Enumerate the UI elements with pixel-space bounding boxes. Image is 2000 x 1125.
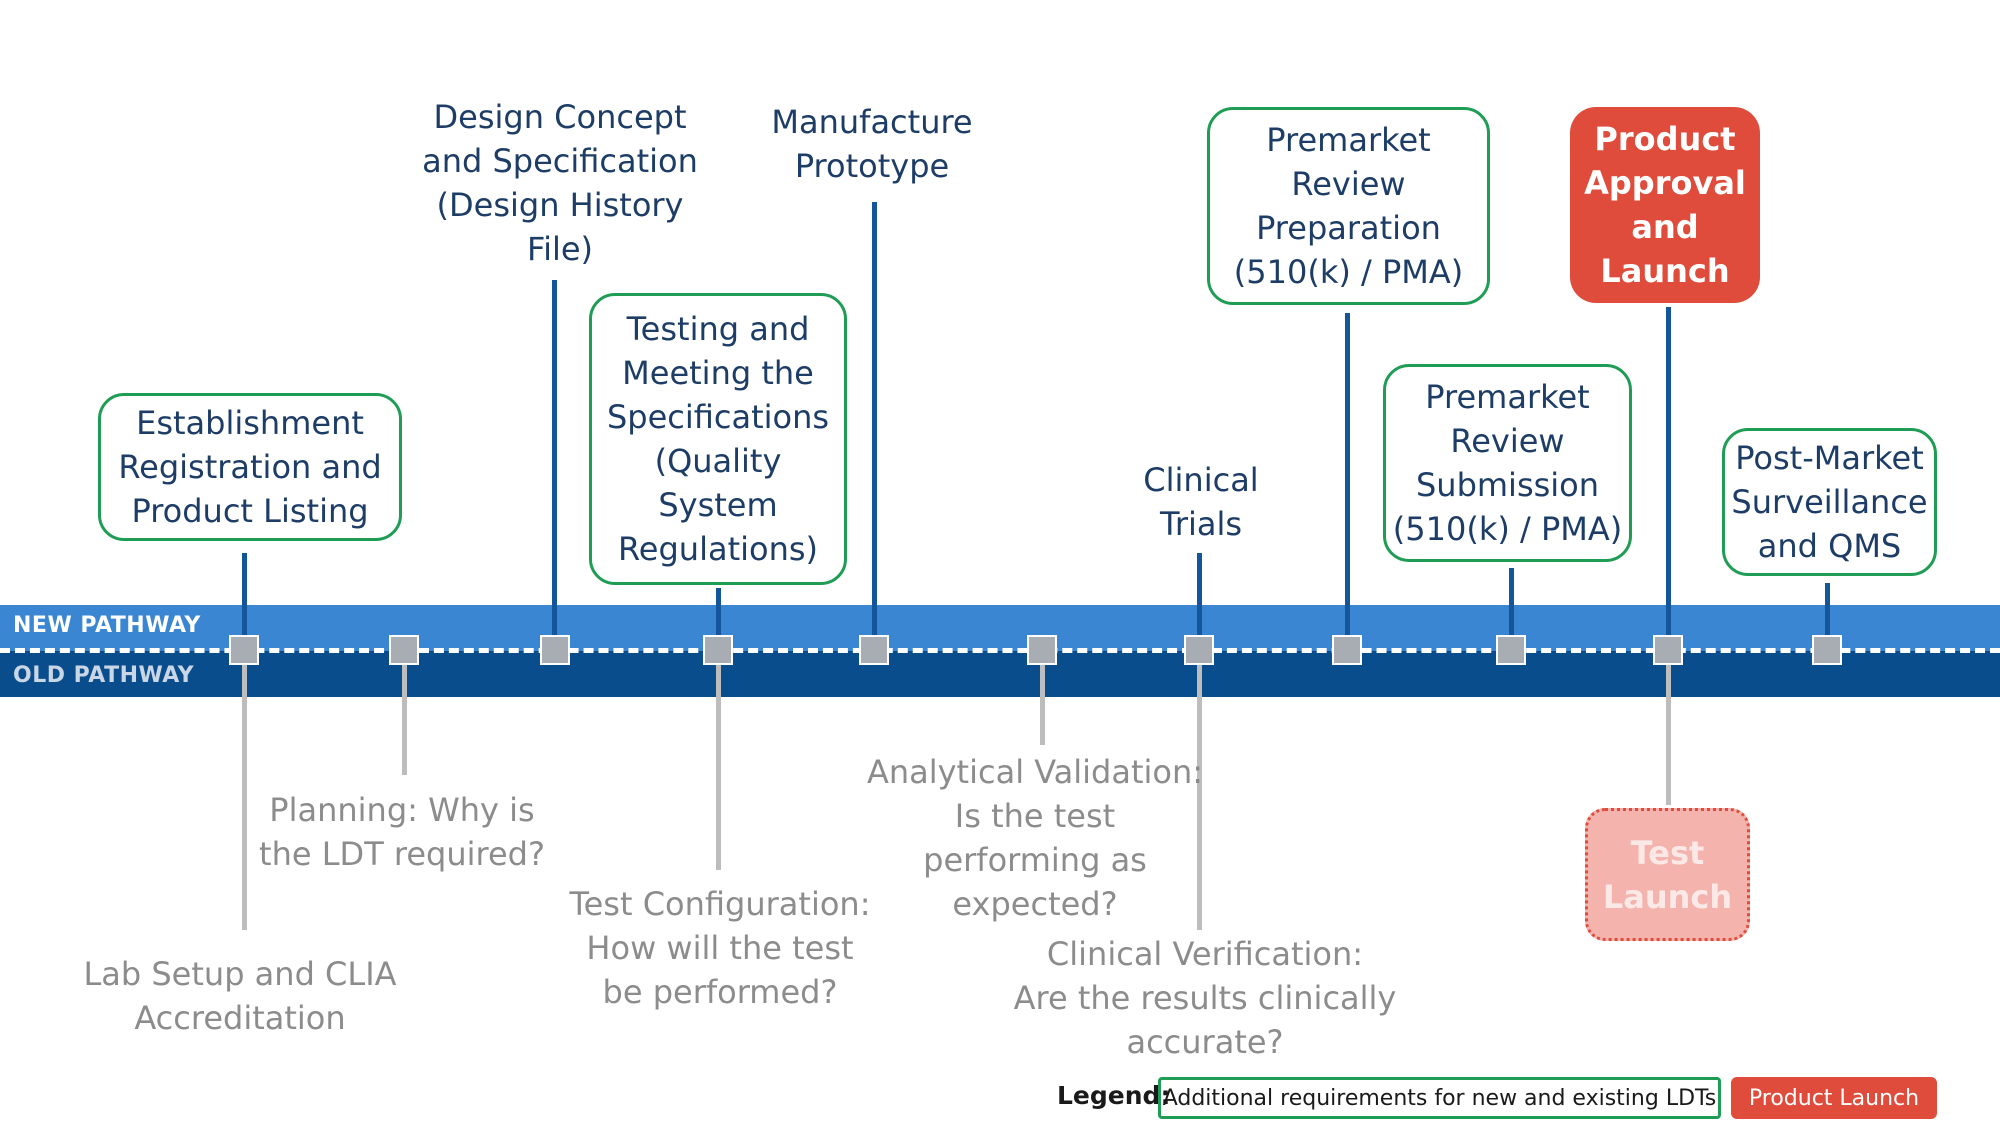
legend-product-launch: Product Launch (1731, 1077, 1937, 1119)
connector-post-market (1825, 583, 1830, 635)
step-lab-setup: Lab Setup and CLIA Accreditation (83, 955, 397, 1037)
step-testing-specifications: Testing and Meeting the Specifications (… (589, 293, 847, 585)
legend-title-text: Legend (1057, 1081, 1161, 1110)
connector-planning (402, 665, 407, 775)
old-pathway-band (0, 651, 2000, 697)
timeline-marker (1027, 635, 1057, 665)
timeline-marker (703, 635, 733, 665)
connector-product-approval (1666, 307, 1671, 635)
timeline-marker (1332, 635, 1362, 665)
new-pathway-label: NEW PATHWAY (13, 613, 201, 638)
connector-clinical-trials (1197, 553, 1202, 635)
timeline-marker (389, 635, 419, 665)
timeline-marker (1812, 635, 1842, 665)
connector-establishment (242, 553, 247, 635)
connector-design-concept (552, 280, 557, 635)
connector-premarket-sub (1509, 568, 1514, 635)
timeline-marker (229, 635, 259, 665)
new-pathway-band (0, 605, 2000, 651)
old-pathway-label: OLD PATHWAY (13, 663, 195, 688)
step-clinical-verification: Clinical Verification: Are the results c… (1013, 935, 1397, 1061)
connector-test-configuration (716, 665, 721, 870)
timeline-marker (859, 635, 889, 665)
step-product-approval-launch: Product Approval and Launch (1570, 107, 1760, 303)
timeline-marker (1653, 635, 1683, 665)
connector-premarket-prep (1345, 313, 1350, 635)
pathway-divider (0, 648, 2000, 653)
connector-testing (716, 588, 721, 635)
connector-manufacture (872, 202, 877, 635)
step-planning: Planning: Why is the LDT required? (259, 791, 545, 873)
step-premarket-review-preparation: Premarket Review Preparation (510(k) / P… (1207, 107, 1490, 305)
connector-test-launch (1666, 665, 1671, 805)
step-design-concept: Design Concept and Specification (Design… (422, 98, 698, 268)
connector-analytical-validation (1040, 665, 1045, 745)
step-premarket-review-submission: Premarket Review Submission (510(k) / PM… (1383, 364, 1632, 562)
timeline-marker (1496, 635, 1526, 665)
legend-title: Legend: (1057, 1081, 1170, 1110)
connector-lab-setup (242, 665, 247, 930)
step-clinical-trials: Clinical Trials (1143, 461, 1259, 543)
legend-additional-requirements: Additional requirements for new and exis… (1158, 1077, 1721, 1119)
step-establishment-registration: Establishment Registration and Product L… (98, 393, 402, 541)
step-analytical-validation: Analytical Validation: Is the test perfo… (866, 753, 1204, 923)
timeline-marker (1184, 635, 1214, 665)
step-post-market-surveillance: Post-Market Surveillance and QMS (1722, 428, 1937, 576)
step-test-configuration: Test Configuration: How will the test be… (569, 885, 871, 1011)
legend-title-colon: : (1160, 1081, 1171, 1110)
connector-clinical-verification (1197, 665, 1202, 930)
step-test-launch: Test Launch (1585, 808, 1750, 941)
step-manufacture-prototype: Manufacture Prototype (771, 103, 973, 185)
timeline-marker (540, 635, 570, 665)
